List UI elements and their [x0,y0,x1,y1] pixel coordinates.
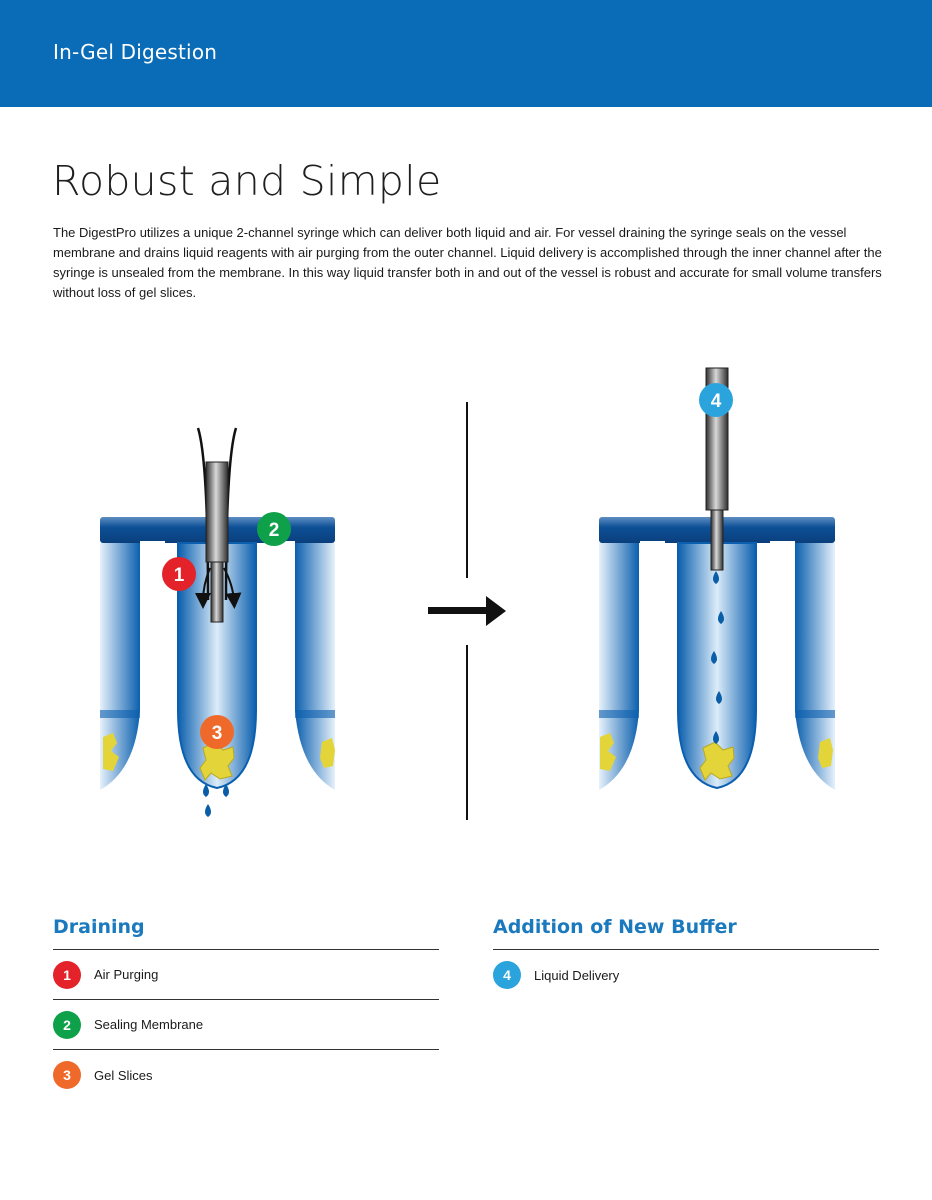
liquid-drops [711,571,724,744]
header-banner: In-Gel Digestion [0,0,932,107]
legend-item: 4 Liquid Delivery [493,950,879,1000]
marker-number: 4 [711,391,722,412]
marker-sealing-membrane: 2 [257,512,291,546]
marker-circle [699,383,733,417]
marker-circle [257,512,291,546]
legend-label: Liquid Delivery [534,967,620,983]
marker-number: 3 [212,723,223,744]
marker-circle [200,715,234,749]
legend-number-badge: 3 [53,1061,81,1089]
tube-right-partial [795,543,835,790]
intro-paragraph: The DigestPro utilizes a unique 2-channe… [53,225,882,300]
legend-number-badge: 1 [53,960,81,989]
marker-liquid-delivery: 4 [699,383,733,417]
tube-right-partial [295,543,335,790]
legend-item: 2 Sealing Membrane [53,1000,439,1050]
marker-circle [162,557,196,591]
tube-left-partial [100,543,140,790]
legend-label: Gel Slices [94,1067,153,1083]
addition-legend: Addition of New Buffer 4 Liquid Delivery [493,912,879,1000]
section-title: In-Gel Digestion [53,40,218,64]
marker-number: 2 [269,520,280,541]
process-illustration: 1 2 3 4 [100,367,835,820]
legend-number-badge: 2 [53,1010,81,1039]
drain-drops [203,784,229,817]
tube-left-partial [599,543,639,790]
legend-item: 1 Air Purging [53,950,439,1000]
center-tube [677,542,757,790]
syringe-inner [710,509,724,571]
page-title: Robust and Simple [52,157,442,205]
syringe-outer [205,461,229,563]
legend-label: Air Purging [94,967,159,982]
syringe-inner [210,561,224,623]
gel-slices [699,741,735,781]
marker-gel-slices: 3 [200,715,234,749]
gel-slices [199,741,235,781]
legend-item: 3 Gel Slices [53,1050,439,1100]
draining-diagram [100,427,335,817]
draining-legend: Draining 1 Air Purging 2 Sealing Membran… [53,912,439,1100]
marker-air-purging: 1 [162,557,196,591]
legend-label: Sealing Membrane [94,1017,204,1032]
legend-number-badge: 4 [493,961,521,989]
addition-diagram [599,367,835,790]
marker-number: 1 [174,565,185,586]
legend-heading: Draining [53,912,439,950]
process-arrow [428,596,506,626]
legend-heading: Addition of New Buffer [493,912,879,950]
